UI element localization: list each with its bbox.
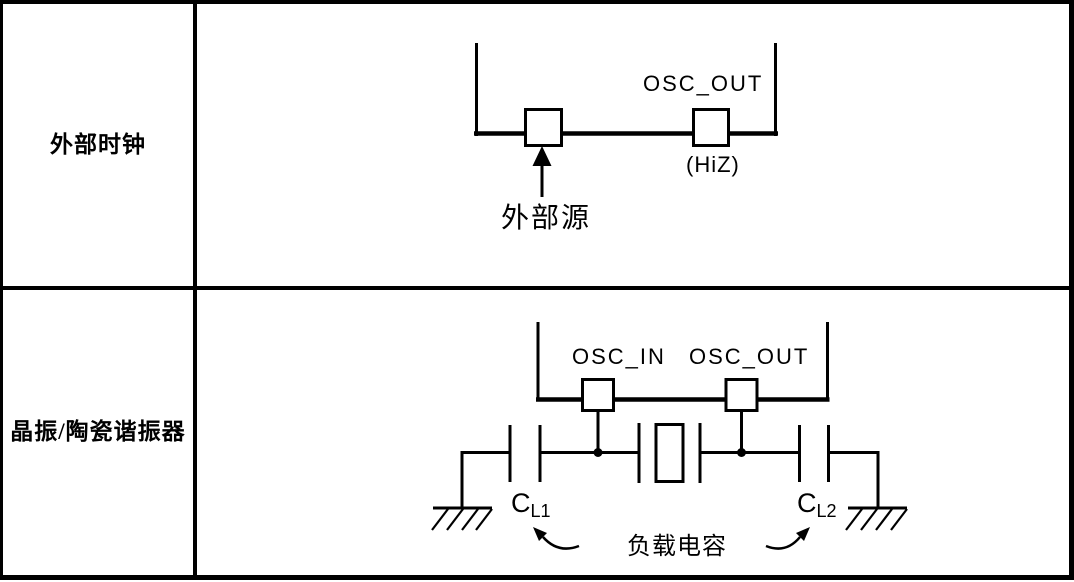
table-border-bottom	[0, 575, 1074, 580]
crystal-resonator-circuit	[431, 322, 908, 550]
external-source-label: 外部源	[501, 203, 592, 234]
table-row-divider	[3, 286, 1069, 290]
cl1-label: CL1	[511, 488, 551, 521]
external-clock-row-label: 外部时钟	[50, 131, 146, 157]
osc-in-pin-pad	[581, 378, 615, 412]
curved-arrow-right-icon	[765, 527, 810, 550]
load-capacitance-label: 负载电容	[627, 534, 727, 560]
table-border-right	[1069, 0, 1074, 580]
hiz-label: (HiZ)	[686, 152, 740, 177]
ground-icon-right	[845, 506, 908, 531]
wire-right-to-ground	[830, 451, 880, 508]
osc-in-pin-pad	[524, 108, 563, 147]
row-header-crystal-resonator: 晶振/陶瓷谐振器	[3, 289, 193, 575]
external-clock-circuit	[474, 43, 778, 197]
table-border-left	[0, 0, 3, 580]
osc-in-label: OSC_IN	[572, 344, 666, 369]
capacitor-cl2-icon	[798, 425, 830, 482]
crystal-resonator-row-label: 晶振/陶瓷谐振器	[10, 418, 186, 444]
cl2-subscript: L2	[816, 501, 837, 521]
cl2-label: CL2	[797, 488, 837, 521]
cl1-subscript: L1	[530, 501, 551, 521]
osc-out-label-top: OSC_OUT	[643, 71, 764, 96]
osc-out-pin-pad	[724, 378, 759, 412]
row-header-external-clock: 外部时钟	[3, 4, 193, 286]
ground-icon-left	[431, 506, 493, 531]
osc-out-label-bottom: OSC_OUT	[689, 344, 810, 369]
table-column-divider	[193, 4, 197, 575]
cl2-symbol: C	[797, 488, 817, 518]
curved-arrow-left-icon	[533, 527, 580, 550]
table-border-top	[0, 0, 1074, 4]
up-arrow-icon	[532, 146, 552, 197]
wire-left-to-ground	[460, 451, 509, 508]
crystal-icon	[637, 423, 702, 483]
cl1-symbol: C	[511, 488, 531, 518]
capacitor-cl1-icon	[508, 425, 542, 482]
osc-out-pin-pad	[692, 108, 730, 147]
